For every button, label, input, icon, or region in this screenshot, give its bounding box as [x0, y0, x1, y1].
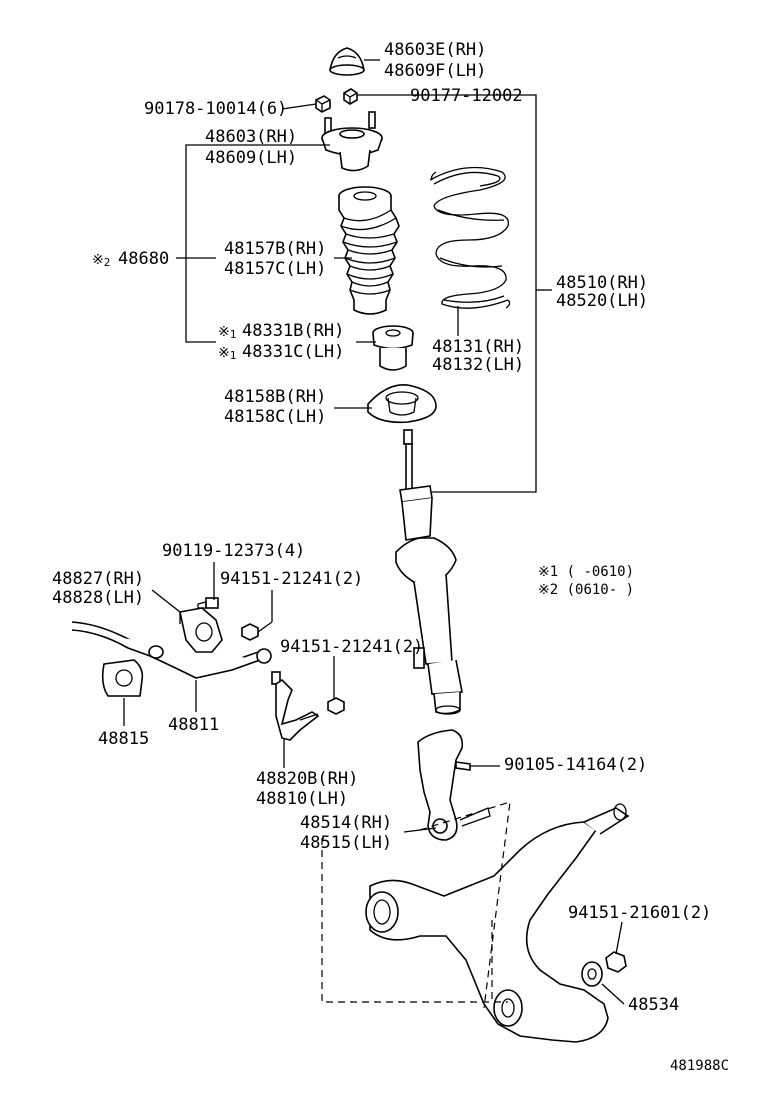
note-1: ※1 ( -0610)	[538, 564, 634, 580]
label-48820B: 48820B(RH)	[256, 769, 358, 789]
label-48520: 48520(LH)	[556, 291, 648, 311]
steering-knuckle-arm-icon	[417, 729, 491, 841]
nut-94151-21601-icon	[605, 951, 627, 973]
label-90178: 90178-10014(6)	[144, 99, 287, 119]
label-90177: 90177-12002	[410, 86, 523, 106]
nut-94151-21241-lower-icon	[327, 697, 345, 715]
label-48331C: 48331C(LH)	[242, 342, 344, 362]
upper-support-icon	[321, 111, 383, 172]
label-48158B: 48158B(RH)	[224, 387, 326, 407]
note-mark-1-a: ※1	[218, 324, 236, 341]
stabilizer-link-icon	[271, 671, 320, 741]
label-48609F: 48609F(LH)	[384, 61, 486, 81]
label-48603: 48603(RH)	[205, 127, 297, 147]
note-mark-1-b: ※1	[218, 345, 236, 362]
dust-boot-icon	[338, 186, 400, 315]
stabilizer-bracket-icon	[179, 607, 223, 653]
label-48810: 48810(LH)	[256, 789, 348, 809]
upper-support-cap-icon	[329, 47, 365, 76]
label-48609: 48609(LH)	[205, 148, 297, 168]
label-48815: 48815	[98, 729, 149, 749]
shock-absorber-icon	[395, 429, 463, 715]
spring-seat-icon	[367, 384, 437, 424]
label-48132: 48132(LH)	[432, 355, 524, 375]
label-48811: 48811	[168, 715, 219, 735]
label-48158C: 48158C(LH)	[224, 407, 326, 427]
label-94151-lower: 94151-21241(2)	[280, 637, 423, 657]
label-48828: 48828(LH)	[52, 588, 144, 608]
nut-94151-21241-upper-icon	[241, 623, 259, 641]
label-90105: 90105-14164(2)	[504, 755, 647, 775]
label-48603E: 48603E(RH)	[384, 40, 486, 60]
bump-stopper-icon	[372, 325, 414, 371]
label-94151-upper: 94151-21241(2)	[220, 569, 363, 589]
label-48515: 48515(LH)	[300, 833, 392, 853]
lower-arm-icon	[365, 803, 630, 1043]
dashed-guide-lines	[321, 801, 511, 1009]
leader-lines	[123, 59, 625, 1005]
label-48157B: 48157B(RH)	[224, 239, 326, 259]
stabilizer-bar-icon	[71, 621, 272, 679]
label-90119: 90119-12373(4)	[162, 541, 305, 561]
label-94151-21601: 94151-21601(2)	[568, 903, 711, 923]
note-2: ※2 (0610- )	[538, 582, 634, 598]
label-48680: 48680	[118, 249, 169, 269]
label-48514: 48514(RH)	[300, 813, 392, 833]
label-48827: 48827(RH)	[52, 569, 144, 589]
label-48534: 48534	[628, 995, 679, 1015]
label-48331B: 48331B(RH)	[242, 321, 344, 341]
stabilizer-bushing-icon	[101, 659, 144, 697]
diagram-code: 481988C	[670, 1058, 729, 1074]
nut-90177-icon	[343, 88, 358, 105]
nut-90178-icon	[315, 95, 331, 113]
bushing-48534-icon	[581, 961, 603, 987]
bolt-90119-icon	[197, 597, 219, 609]
label-48510: 48510(RH)	[556, 273, 648, 293]
label-48131: 48131(RH)	[432, 337, 524, 357]
note-mark-2: ※2	[92, 252, 110, 269]
label-48157C: 48157C(LH)	[224, 259, 326, 279]
coil-spring-icon	[429, 166, 511, 309]
part-labels: 48603E(RH) 48609F(LH) 90178-10014(6) 901…	[52, 40, 729, 1074]
